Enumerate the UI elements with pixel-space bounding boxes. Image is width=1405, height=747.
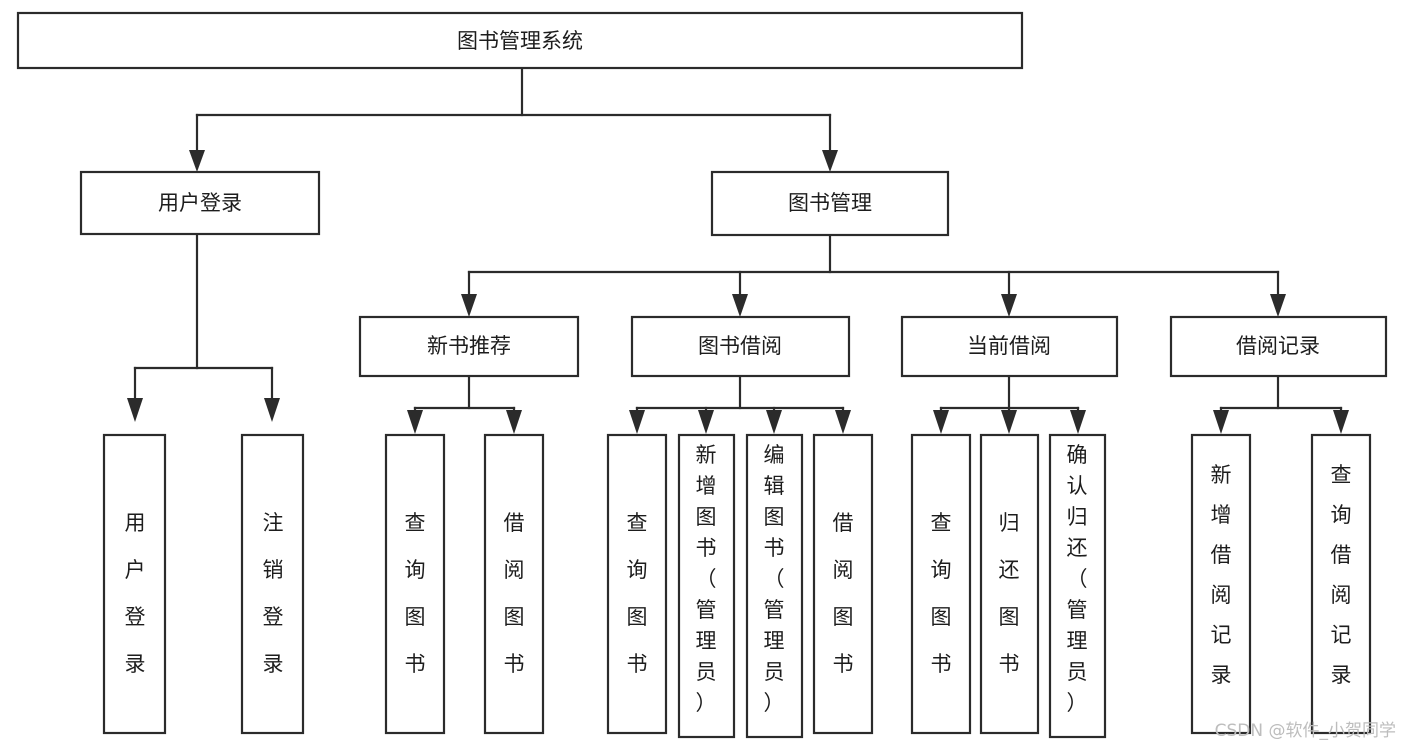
- node-leaf-query-borrow-record-label: 查询借阅记录: [1331, 463, 1352, 687]
- node-new-book-recommend-box[interactable]: [358, 315, 580, 378]
- arrow-book-manage: [822, 150, 838, 172]
- node-leaf-query-book-1[interactable]: 查询图书: [384, 433, 446, 735]
- node-user-login-label: 用户登录: [158, 191, 242, 215]
- node-current-borrow-label: 当前借阅: [967, 334, 1051, 358]
- node-leaf-borrow-book-1-label: 借阅图书: [504, 511, 525, 676]
- arrow-leaf-return-book: [1001, 410, 1017, 434]
- node-leaf-return-book-label: 归还图书: [999, 511, 1020, 676]
- connector-layer: [127, 66, 1349, 434]
- node-user-login-box[interactable]: [79, 170, 321, 236]
- node-leaf-user-login[interactable]: 用户登录: [102, 433, 167, 735]
- node-leaf-query-book-2-box[interactable]: [606, 433, 668, 735]
- node-leaf-return-book[interactable]: 归还图书: [979, 433, 1040, 735]
- csdn-watermark: CSDN @软件_小贺同学: [1215, 721, 1396, 741]
- arrow-new-book-recommend: [461, 294, 477, 317]
- node-leaf-user-logout[interactable]: 注销登录: [240, 433, 305, 735]
- node-current-borrow[interactable]: 当前借阅: [900, 315, 1119, 378]
- node-user-login[interactable]: 用户登录: [79, 170, 321, 236]
- node-borrow-record[interactable]: 借阅记录: [1169, 315, 1388, 378]
- node-book-manage-box[interactable]: [710, 170, 950, 237]
- node-leaf-add-book-admin[interactable]: 新增图书（管理员）: [677, 433, 736, 739]
- node-leaf-query-book-3[interactable]: 查询图书: [910, 433, 972, 735]
- node-leaf-query-book-3-box[interactable]: [910, 433, 972, 735]
- arrow-leaf-query-book-2: [629, 410, 645, 434]
- node-borrow-record-box[interactable]: [1169, 315, 1388, 378]
- arrow-leaf-borrow-book-1: [506, 410, 522, 434]
- arrow-leaf-add-book-admin: [698, 410, 714, 434]
- node-book-borrow-label: 图书借阅: [698, 334, 782, 358]
- arrow-leaf-add-borrow-record: [1213, 410, 1229, 434]
- node-book-manage-label: 图书管理: [788, 191, 872, 215]
- node-book-manage[interactable]: 图书管理: [710, 170, 950, 237]
- node-leaf-query-book-2-label: 查询图书: [627, 511, 648, 676]
- node-leaf-return-book-box[interactable]: [979, 433, 1040, 735]
- node-book-borrow-box[interactable]: [630, 315, 851, 378]
- node-new-book-recommend-label: 新书推荐: [427, 334, 511, 358]
- node-leaf-query-book-1-box[interactable]: [384, 433, 446, 735]
- node-leaf-query-borrow-record[interactable]: 查询借阅记录: [1310, 433, 1372, 735]
- node-leaf-borrow-book-2[interactable]: 借阅图书: [812, 433, 874, 735]
- node-leaf-confirm-return-admin[interactable]: 确认归还（管理员）: [1048, 433, 1107, 739]
- node-current-borrow-box[interactable]: [900, 315, 1119, 378]
- node-leaf-user-login-box[interactable]: [102, 433, 167, 735]
- node-leaf-user-login-label: 用户登录: [125, 511, 146, 676]
- node-leaf-edit-book-admin-label: 编辑图书（管理员）: [764, 443, 785, 715]
- arrow-leaf-query-borrow-record: [1333, 410, 1349, 434]
- node-leaf-add-book-admin-label: 新增图书（管理员）: [696, 443, 717, 715]
- node-root[interactable]: 图书管理系统: [16, 11, 1024, 70]
- node-leaf-query-borrow-record-box[interactable]: [1310, 433, 1372, 735]
- node-leaf-add-borrow-record-label: 新增借阅记录: [1211, 463, 1232, 687]
- arrow-leaf-borrow-book-2: [835, 410, 851, 434]
- node-leaf-borrow-book-1-box[interactable]: [483, 433, 545, 735]
- node-leaf-borrow-book-2-label: 借阅图书: [833, 511, 854, 676]
- node-leaf-add-book-admin-box[interactable]: [677, 433, 736, 739]
- node-new-book-recommend[interactable]: 新书推荐: [358, 315, 580, 378]
- node-leaf-query-book-3-label: 查询图书: [931, 511, 952, 676]
- node-leaf-user-logout-box[interactable]: [240, 433, 305, 735]
- arrow-leaf-query-book-3: [933, 410, 949, 434]
- arrow-current-borrow: [1001, 294, 1017, 317]
- arrow-leaf-user-login: [127, 398, 143, 422]
- arrow-leaf-query-book-1: [407, 410, 423, 434]
- node-leaf-query-book-1-label: 查询图书: [405, 511, 426, 676]
- node-leaf-edit-book-admin-box[interactable]: [745, 433, 804, 739]
- node-leaf-borrow-book-1[interactable]: 借阅图书: [483, 433, 545, 735]
- node-root-label: 图书管理系统: [457, 29, 583, 53]
- node-leaf-add-borrow-record[interactable]: 新增借阅记录: [1190, 433, 1252, 735]
- arrow-leaf-confirm-return-admin: [1070, 410, 1086, 434]
- node-book-borrow[interactable]: 图书借阅: [630, 315, 851, 378]
- arrow-user-login: [189, 150, 205, 172]
- arrow-borrow-record: [1270, 294, 1286, 317]
- node-leaf-user-logout-label: 注销登录: [263, 511, 284, 676]
- node-borrow-record-label: 借阅记录: [1236, 334, 1320, 358]
- node-leaf-confirm-return-admin-box[interactable]: [1048, 433, 1107, 739]
- arrow-leaf-user-logout: [264, 398, 280, 422]
- node-leaf-query-book-2[interactable]: 查询图书: [606, 433, 668, 735]
- node-leaf-edit-book-admin[interactable]: 编辑图书（管理员）: [745, 433, 804, 739]
- arrow-book-borrow: [732, 294, 748, 317]
- node-root-box[interactable]: [16, 11, 1024, 70]
- node-leaf-borrow-book-2-box[interactable]: [812, 433, 874, 735]
- node-leaf-confirm-return-admin-label: 确认归还（管理员）: [1067, 443, 1088, 715]
- node-leaf-add-borrow-record-box[interactable]: [1190, 433, 1252, 735]
- arrow-leaf-edit-book-admin: [766, 410, 782, 434]
